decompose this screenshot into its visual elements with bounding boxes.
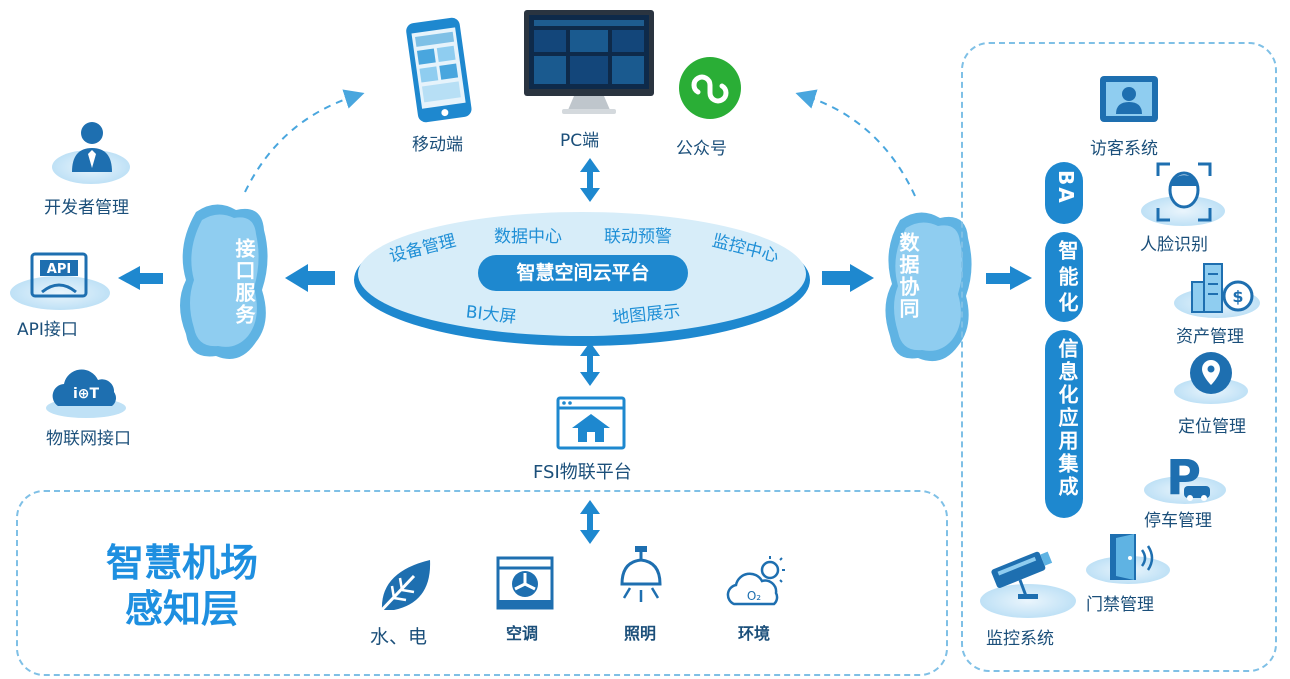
iot-icon-text: i⊕T: [73, 386, 100, 402]
perception-title-line2: 感知层: [124, 587, 239, 631]
developer-label: 开发者管理: [44, 198, 129, 218]
ac-label: 空调: [506, 624, 539, 643]
svg-text:$: $: [1232, 287, 1243, 306]
water-electric-label: 水、电: [370, 626, 428, 648]
module-data-center: 数据中心: [494, 227, 562, 247]
wechat-label: 公众号: [676, 139, 727, 159]
leaf-icon: [376, 560, 431, 616]
access-label: 门禁管理: [1086, 595, 1154, 615]
monitor-ring: [980, 584, 1076, 618]
perception-layer-box: [16, 490, 948, 676]
environment-cloud-icon: O₂: [726, 556, 785, 606]
interface-service-label: 接口服务: [232, 238, 256, 326]
location-label: 定位管理: [1178, 417, 1246, 437]
integration-label: 信息化应用集成: [1055, 338, 1079, 499]
right-dashed-arc: [795, 89, 916, 197]
ba-label: BA: [1054, 170, 1078, 205]
mobile-phone-icon: [406, 17, 472, 123]
double-arrow-bottom: [580, 500, 600, 544]
air-conditioner-icon: [496, 556, 554, 610]
module-bi-screen: BI大屏: [464, 302, 518, 328]
api-icon: API: [30, 252, 88, 298]
fsi-house-icon: [556, 396, 626, 450]
arrow-to-data-cloud: [822, 264, 874, 292]
location-pin-icon: [1190, 352, 1232, 394]
platform-title: 智慧空间云平台: [478, 255, 688, 291]
iot-cloud-icon: i⊕T: [46, 369, 126, 418]
double-arrow-mid: [580, 342, 600, 386]
cctv-camera-icon: [991, 551, 1053, 599]
right-panel-box: [961, 42, 1277, 672]
pc-label: PC端: [560, 131, 600, 151]
double-arrow-top: [580, 158, 600, 202]
door-access-icon: [1110, 534, 1154, 580]
parking-label: 停车管理: [1144, 511, 1212, 531]
visitor-label: 访客系统: [1090, 139, 1158, 159]
visitor-icon: [1100, 76, 1158, 122]
arrow-to-left-icons: [118, 266, 163, 290]
asset-building-icon: $: [1191, 263, 1254, 313]
face-recognition-icon: [1156, 162, 1212, 222]
perception-title-line1: 智慧机场: [105, 541, 258, 585]
iot-label: 物联网接口: [46, 429, 131, 449]
developer-icon: [72, 122, 112, 172]
api-icon-text: API: [47, 262, 71, 277]
arrow-to-interface-cloud: [285, 264, 335, 292]
parking-icon: P: [1166, 450, 1210, 502]
arrow-to-right-panel: [986, 266, 1032, 290]
monitor-label: 监控系统: [986, 629, 1054, 649]
wechat-miniprogram-icon: [679, 57, 741, 119]
smart-capsule: [1045, 232, 1083, 322]
interface-cloud-shape: [180, 204, 268, 359]
lighting-label: 照明: [624, 624, 657, 643]
data-collab-cloud-shape: [885, 212, 972, 362]
asset-label: 资产管理: [1176, 327, 1244, 347]
perception-title: 智慧机场 感知层: [92, 540, 272, 632]
light-bulb-icon: [620, 546, 662, 602]
o2-text: O₂: [747, 589, 761, 603]
smart-label: 智能化: [1055, 240, 1079, 318]
api-label: API接口: [17, 320, 78, 340]
data-collab-label: 数据协同: [896, 232, 920, 320]
left-dashed-arc: [244, 89, 365, 193]
environment-label: 环境: [738, 624, 771, 643]
fsi-label: FSI物联平台: [533, 462, 632, 483]
api-ring: [10, 276, 110, 310]
integration-capsule: [1045, 330, 1083, 518]
ba-capsule: [1045, 162, 1083, 224]
mobile-label: 移动端: [412, 135, 463, 155]
module-linkage-alert: 联动预警: [604, 227, 672, 247]
face-label: 人脸识别: [1140, 235, 1208, 255]
pc-monitor-icon: [524, 10, 654, 114]
